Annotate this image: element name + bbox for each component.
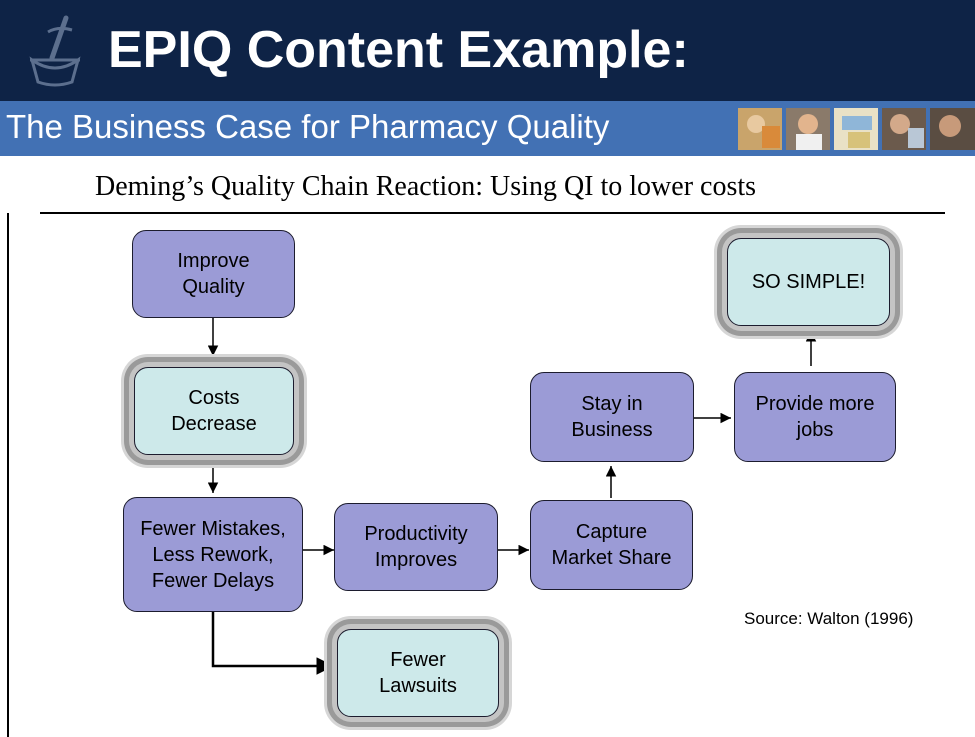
- heading-divider: [40, 212, 945, 214]
- slide-header: EPIQ Content Example:: [0, 0, 975, 101]
- left-border-line: [7, 213, 9, 737]
- slide-title: EPIQ Content Example:: [108, 21, 689, 79]
- slide-heading: Deming’s Quality Chain Reaction: Using Q…: [95, 171, 757, 202]
- photo-strip-icon: [738, 108, 975, 150]
- node-fewer-mistakes: Fewer Mistakes,Less Rework,Fewer Delays: [123, 497, 303, 612]
- node-so-simple: SO SIMPLE!: [727, 238, 890, 326]
- slide-subtitle: The Business Case for Pharmacy Quality: [6, 108, 610, 145]
- arrow-mistakes-to-lawsuits: [211, 612, 334, 675]
- mortar-pestle-logo-icon: [29, 15, 81, 87]
- subtitle-bar: The Business Case for Pharmacy Quality: [0, 101, 975, 156]
- node-label: SO SIMPLE!: [751, 271, 866, 293]
- source-citation: Source: Walton (1996): [744, 609, 914, 628]
- node-label: Fewer Mistakes,Less Rework,Fewer Delays: [140, 517, 286, 592]
